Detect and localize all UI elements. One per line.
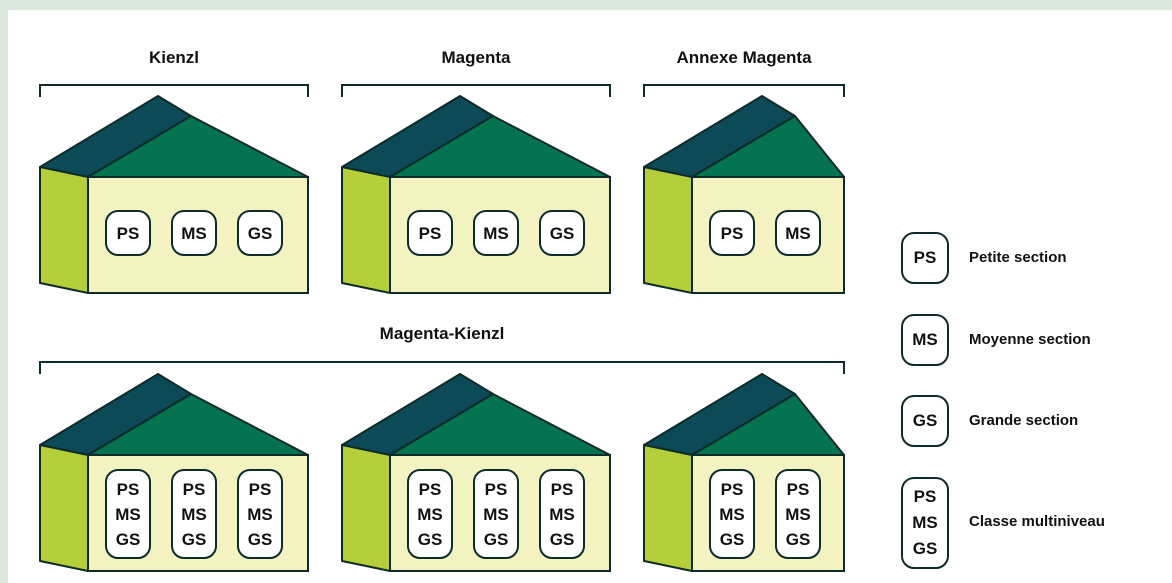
class-code: PS [418,223,442,243]
group-bracket [39,84,309,97]
class-code: PS [720,223,744,243]
legend-code: MS [912,330,938,349]
legend-code: GS [912,411,938,430]
multilevel-class-pill: PS MS GS [473,469,519,559]
legend-code: GS [912,539,938,558]
legend-code: PS [913,487,937,506]
class-code: MS [549,504,575,524]
wall-side [39,166,89,294]
wall-side [39,444,89,572]
class-code: GS [785,529,811,549]
legend-label-petite-section: Petite section [969,249,1067,266]
diagram-panel: Kienzl Magenta Annexe Magenta Magenta-Ki… [8,10,1172,583]
legend-code: PS [913,248,937,267]
class-code: MS [785,504,811,524]
group-title-magenta-kienzl: Magenta-Kienzl [379,324,505,343]
class-code: PS [786,479,810,499]
class-code: MS [719,504,745,524]
class-code: MS [417,504,443,524]
legend-code: MS [912,513,938,532]
class-code: GS [247,223,273,243]
class-code: GS [719,529,745,549]
legend-pill-multilevel: PS MS GS [901,477,949,569]
class-code: PS [182,479,206,499]
class-code: MS [181,504,207,524]
class-pill-ms: MS [171,210,217,256]
multilevel-class-pill: PS MS GS [539,469,585,559]
class-code: GS [549,223,575,243]
class-code: MS [785,223,811,243]
group-bracket [39,361,845,374]
legend-pill-ms: MS [901,314,949,366]
class-pill-ms: MS [775,210,821,256]
class-code: GS [247,529,273,549]
group-bracket [341,84,611,97]
class-code: GS [115,529,141,549]
class-code: GS [549,529,575,549]
class-code: GS [417,529,443,549]
wall-side [341,166,391,294]
class-code: PS [550,479,574,499]
class-pill-gs: GS [539,210,585,256]
class-code: GS [483,529,509,549]
group-title-kienzl: Kienzl [148,48,200,67]
wall-side [643,444,693,572]
legend-label-classe-multiniveau: Classe multiniveau [969,513,1105,530]
multilevel-class-pill: PS MS GS [237,469,283,559]
class-code: MS [483,223,509,243]
class-code: PS [720,479,744,499]
multilevel-class-pill: PS MS GS [171,469,217,559]
legend-pill-gs: GS [901,395,949,447]
multilevel-class-pill: PS MS GS [407,469,453,559]
multilevel-class-pill: PS MS GS [709,469,755,559]
class-pill-ps: PS [105,210,151,256]
class-code: PS [116,479,140,499]
group-title-magenta: Magenta [441,48,511,67]
group-title-annexe-magenta: Annexe Magenta [676,48,812,67]
class-code: PS [116,223,140,243]
legend-label-moyenne-section: Moyenne section [969,331,1091,348]
multilevel-class-pill: PS MS GS [775,469,821,559]
class-pill-ms: MS [473,210,519,256]
group-bracket [643,84,845,97]
class-code: MS [247,504,273,524]
class-pill-ps: PS [407,210,453,256]
class-code: GS [181,529,207,549]
wall-side [341,444,391,572]
class-code: MS [483,504,509,524]
class-pill-ps: PS [709,210,755,256]
wall-side [643,166,693,294]
multilevel-class-pill: PS MS GS [105,469,151,559]
class-code: PS [248,479,272,499]
legend-pill-ps: PS [901,232,949,284]
class-code: MS [181,223,207,243]
class-code: MS [115,504,141,524]
class-code: PS [418,479,442,499]
class-pill-gs: GS [237,210,283,256]
legend-label-grande-section: Grande section [969,412,1079,429]
class-code: PS [484,479,508,499]
